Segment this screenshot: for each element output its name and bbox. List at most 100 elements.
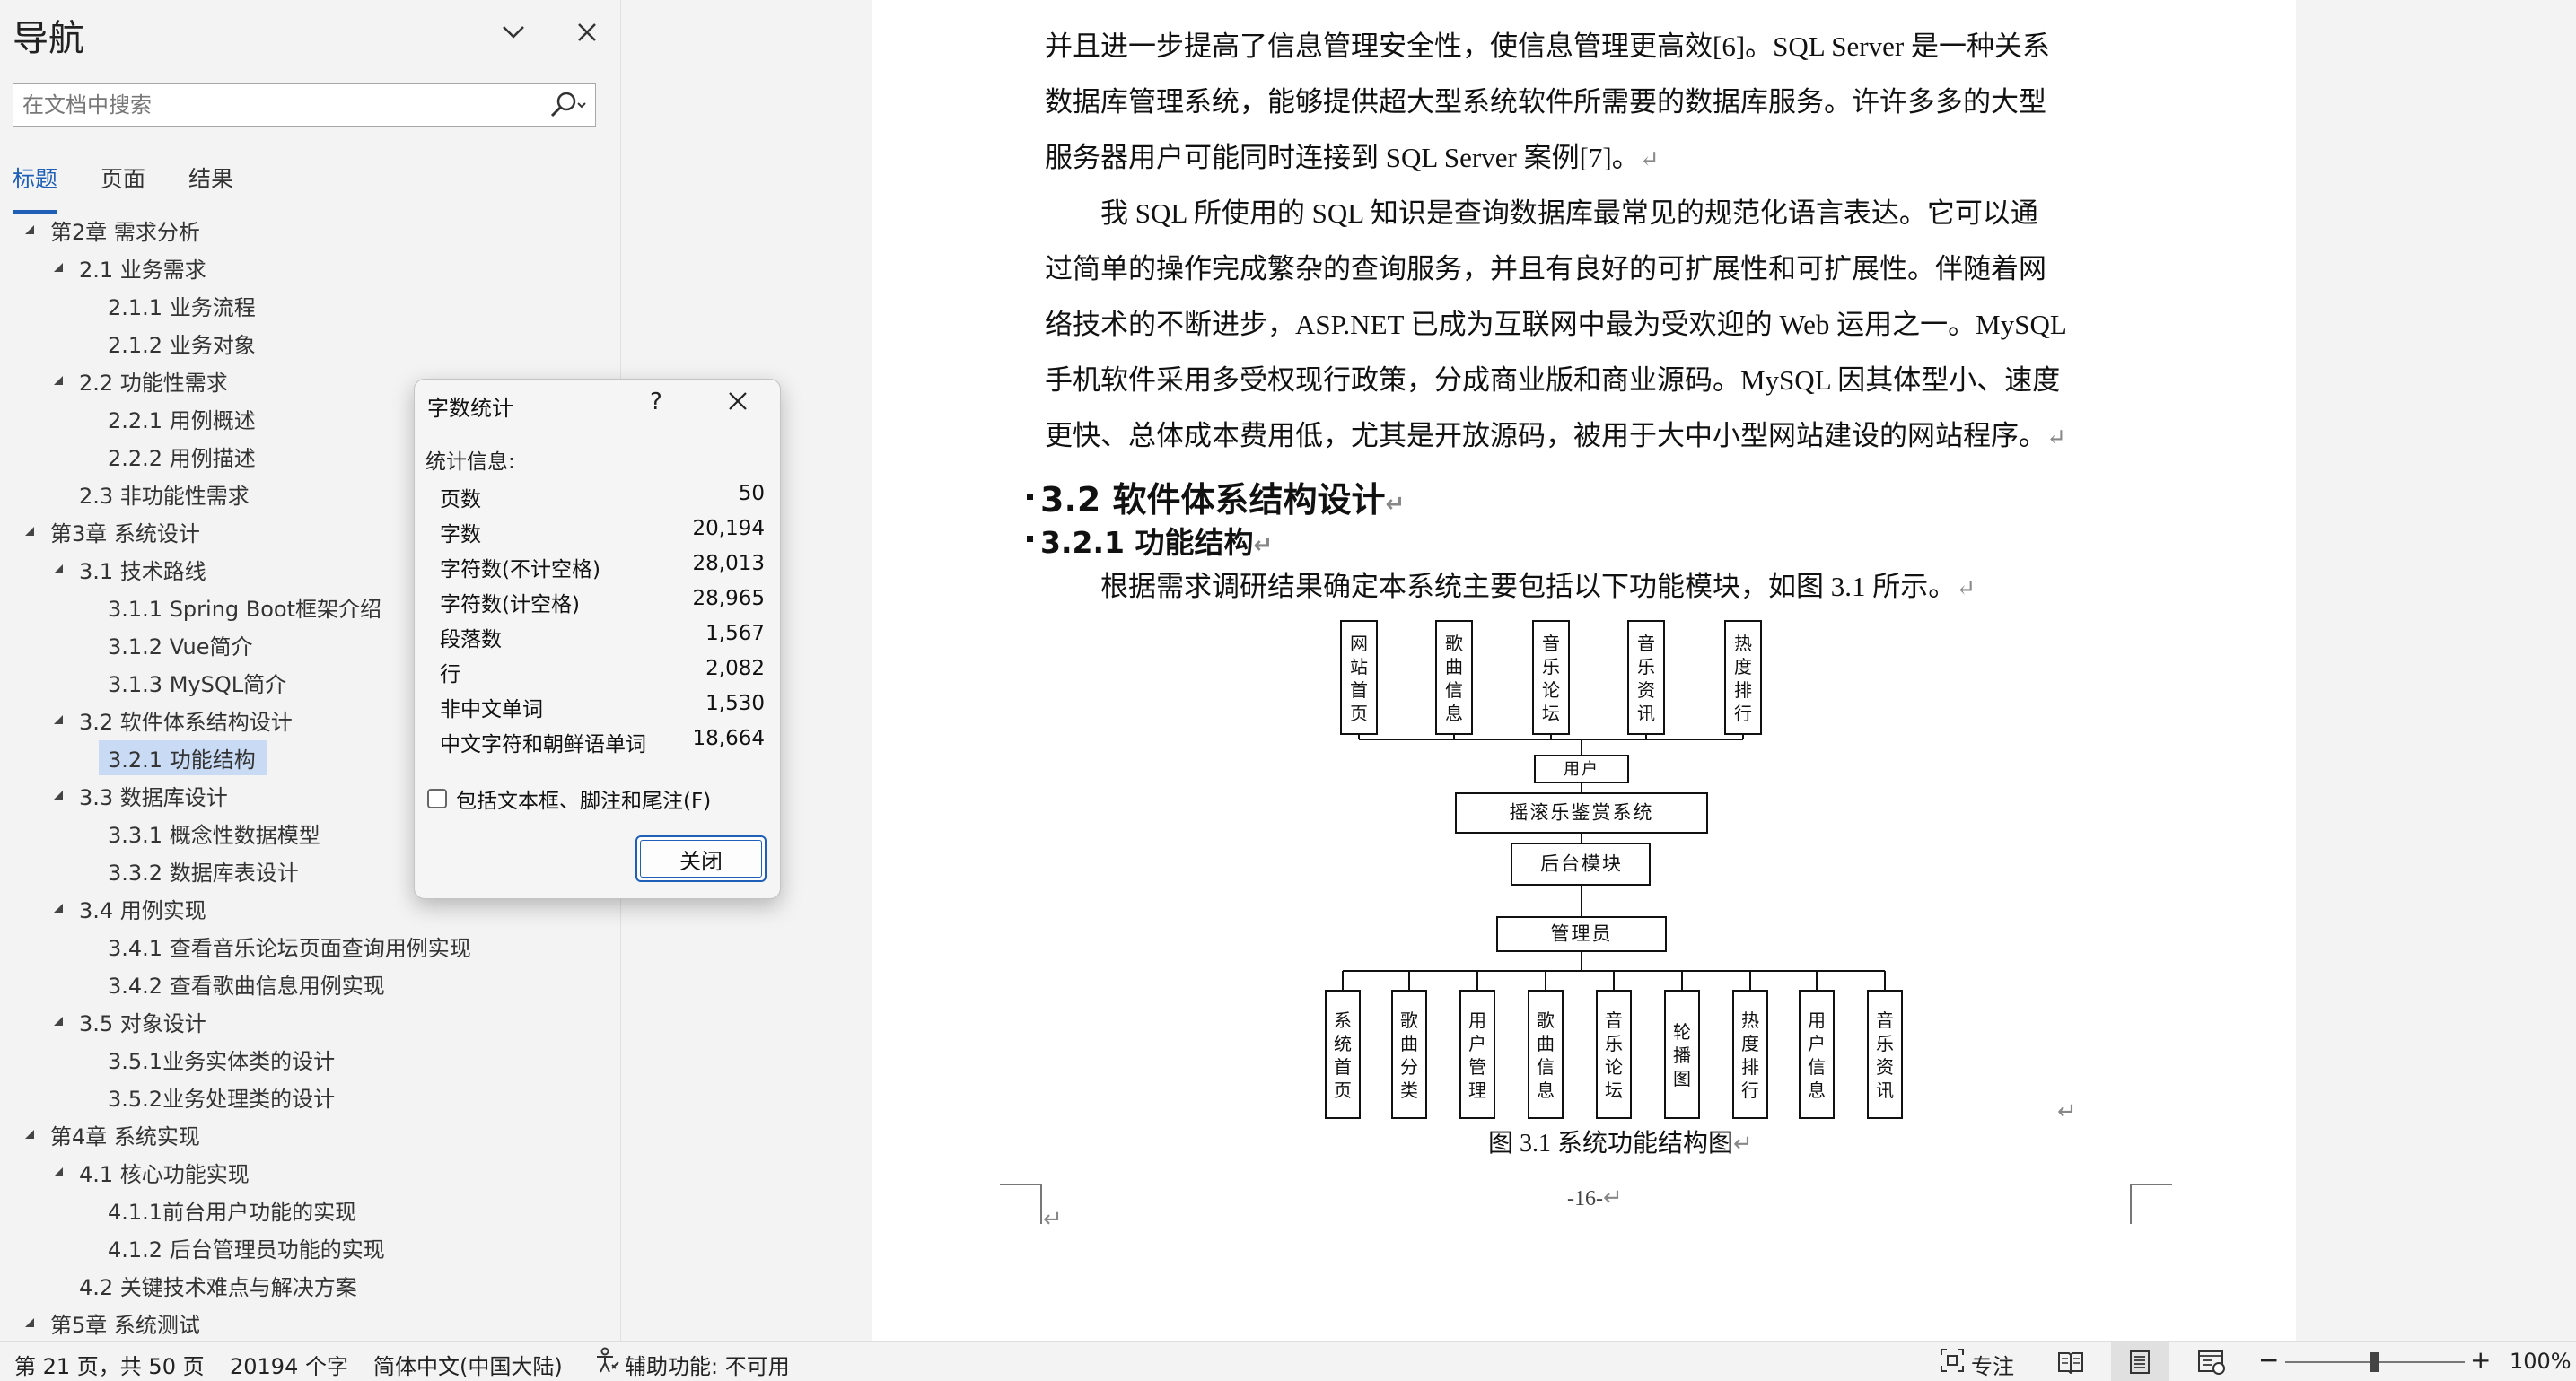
nav-heading-item[interactable]: 3.4.1 查看音乐论坛页面查询用例实现 (0, 928, 620, 964)
nav-heading-item[interactable]: 3.3.2 数据库表设计 (0, 852, 620, 888)
nav-heading-item[interactable]: 3.5 对象设计 (0, 1003, 620, 1039)
accessibility-status[interactable]: 辅助功能: 不可用 (625, 1354, 790, 1379)
nav-heading-item[interactable]: 3.2 软件体系结构设计 (0, 702, 620, 738)
page-count[interactable]: 第 21 页，共 50 页 (14, 1354, 205, 1379)
search-icon[interactable] (548, 90, 588, 124)
statistic-label: 字符数(计空格) (440, 593, 580, 616)
nav-heading-item[interactable]: 2.2 功能性需求 (0, 363, 620, 398)
include-textboxes-checkbox[interactable]: 包括文本框、脚注和尾注(F) (427, 783, 711, 814)
statistic-label: 段落数 (440, 628, 502, 651)
nav-close-button[interactable] (567, 13, 607, 52)
expand-triangle-icon[interactable] (52, 902, 65, 914)
web-layout-button[interactable] (2183, 1342, 2240, 1381)
paragraph-line: 服务器用户可能同时连接到 SQL Server 案例[7]。↵ (1045, 142, 1660, 173)
language-indicator[interactable]: 简体中文(中国大陆) (373, 1354, 563, 1379)
statistic-value: 20,194 (692, 517, 765, 540)
nav-heading-item[interactable]: 3.3.1 概念性数据模型 (0, 815, 620, 851)
statistic-value: 2,082 (705, 657, 765, 680)
dialog-close-button[interactable] (725, 389, 750, 417)
chevron-down-icon (503, 26, 524, 39)
expand-triangle-icon[interactable] (52, 713, 65, 726)
paragraph-mark: ↵ (1639, 146, 1660, 172)
expand-triangle-icon[interactable] (52, 261, 65, 274)
zoom-out-button[interactable]: − (2258, 1345, 2280, 1375)
page-number: -16-↵ (1567, 1184, 1623, 1211)
nav-heading-item[interactable]: 4.1.2 后台管理员功能的实现 (0, 1229, 620, 1265)
checkbox-box[interactable] (427, 789, 447, 808)
nav-heading-item[interactable]: 第2章 需求分析 (0, 212, 620, 248)
tab-pages[interactable]: 页面 (101, 166, 146, 192)
expand-triangle-icon[interactable] (52, 1015, 65, 1027)
expand-triangle-icon[interactable] (23, 223, 36, 236)
statistic-value: 50 (738, 482, 765, 505)
nav-heading-item[interactable]: 2.1.2 业务对象 (0, 325, 620, 361)
nav-heading-item[interactable]: 2.2.2 用例描述 (0, 438, 620, 474)
help-button[interactable]: ? (650, 389, 662, 415)
paragraph-line: 络技术的不断进步，ASP.NET 已成为互联网中最为受欢迎的 Web 运用之一。… (1045, 309, 2067, 340)
focus-icon[interactable] (1939, 1347, 1966, 1379)
nav-heading-item[interactable]: 2.3 非功能性需求 (0, 476, 620, 511)
nav-heading-item[interactable]: 第4章 系统实现 (0, 1116, 620, 1152)
nav-heading-item[interactable]: 4.1 核心功能实现 (0, 1154, 620, 1190)
backend-label: 后台模块 (1540, 853, 1623, 875)
nav-heading-item[interactable]: 3.2.1 功能结构 (0, 739, 620, 775)
module-box (1435, 620, 1473, 735)
nav-heading-label: 3.1.2 Vue简介 (108, 634, 253, 660)
print-layout-button[interactable] (2111, 1342, 2169, 1381)
nav-heading-label: 2.3 非功能性需求 (79, 483, 250, 509)
expand-triangle-icon[interactable] (23, 1316, 36, 1329)
nav-heading-item[interactable]: 3.1 技术路线 (0, 551, 620, 587)
nav-heading-item[interactable]: 第3章 系统设计 (0, 513, 620, 549)
nav-heading-label: 2.1.1 业务流程 (108, 294, 256, 320)
nav-heading-item[interactable]: 3.1.3 MySQL简介 (0, 664, 620, 700)
nav-options-button[interactable] (494, 13, 533, 52)
expand-triangle-icon[interactable] (52, 1166, 65, 1178)
dialog-title: 字数统计 (427, 396, 513, 421)
statistic-label: 字数 (440, 523, 481, 546)
statistic-label: 字符数(不计空格) (440, 558, 600, 581)
document-page[interactable]: 并且进一步提高了信息管理安全性，使信息管理更高效[6]。SQL Server 是… (872, 0, 2296, 1341)
word-count[interactable]: 20194 个字 (230, 1354, 348, 1379)
statistic-value: 28,013 (692, 552, 765, 575)
zoom-in-button[interactable]: + (2470, 1345, 2492, 1375)
nav-heading-item[interactable]: 3.4.2 查看歌曲信息用例实现 (0, 966, 620, 1001)
nav-heading-item[interactable]: 3.1.1 Spring Boot框架介绍 (0, 589, 620, 625)
zoom-slider-thumb[interactable] (2370, 1352, 2379, 1372)
expand-triangle-icon[interactable] (52, 563, 65, 575)
nav-heading-item[interactable]: 第5章 系统测试 (0, 1305, 620, 1341)
zoom-level[interactable]: 100% (2510, 1349, 2572, 1374)
search-input[interactable] (22, 90, 543, 120)
module-label: 音乐资讯 (1876, 1010, 1894, 1101)
admin-box (1496, 916, 1667, 952)
nav-search-box[interactable] (13, 83, 596, 127)
paragraph-mark: ↵ (1253, 532, 1274, 559)
nav-heading-item[interactable]: 3.5.1业务实体类的设计 (0, 1041, 620, 1077)
nav-heading-label: 3.1.1 Spring Boot框架介绍 (108, 596, 382, 622)
expand-triangle-icon[interactable] (23, 525, 36, 538)
nav-heading-item[interactable]: 3.1.2 Vue简介 (0, 626, 620, 662)
expand-triangle-icon[interactable] (52, 789, 65, 801)
accessibility-icon (594, 1347, 621, 1379)
nav-heading-item[interactable]: 3.3 数据库设计 (0, 777, 620, 813)
tab-results[interactable]: 结果 (188, 166, 234, 192)
module-label: 歌曲信息 (1445, 633, 1463, 724)
tab-headings[interactable]: 标题 (13, 162, 58, 214)
paragraph-line: 根据需求调研结果确定本系统主要包括以下功能模块，如图 3.1 所示。↵ (1100, 571, 1976, 602)
nav-heading-item[interactable]: 4.2 关键技术难点与解决方案 (0, 1267, 620, 1303)
paragraph-line: 更快、总体成本费用低，尤其是开放源码，被用于大中小型网站建设的网站程序。↵ (1045, 420, 2066, 451)
close-button[interactable]: 关闭 (635, 835, 767, 882)
nav-heading-item[interactable]: 3.4 用例实现 (0, 890, 620, 926)
nav-heading-label: 3.1.3 MySQL简介 (108, 671, 287, 697)
nav-heading-item[interactable]: 3.5.2业务处理类的设计 (0, 1079, 620, 1114)
read-mode-button[interactable] (2042, 1342, 2099, 1381)
module-label: 歌曲分类 (1400, 1010, 1418, 1101)
nav-heading-item[interactable]: 2.1.1 业务流程 (0, 287, 620, 323)
expand-triangle-icon[interactable] (23, 1128, 36, 1141)
nav-heading-item[interactable]: 4.1.1前台用户功能的实现 (0, 1192, 620, 1228)
nav-heading-item[interactable]: 2.2.1 用例概述 (0, 400, 620, 436)
nav-heading-item[interactable]: 2.1 业务需求 (0, 249, 620, 285)
expand-triangle-icon[interactable] (52, 374, 65, 387)
focus-mode-button[interactable]: 专注 (1971, 1354, 2014, 1379)
